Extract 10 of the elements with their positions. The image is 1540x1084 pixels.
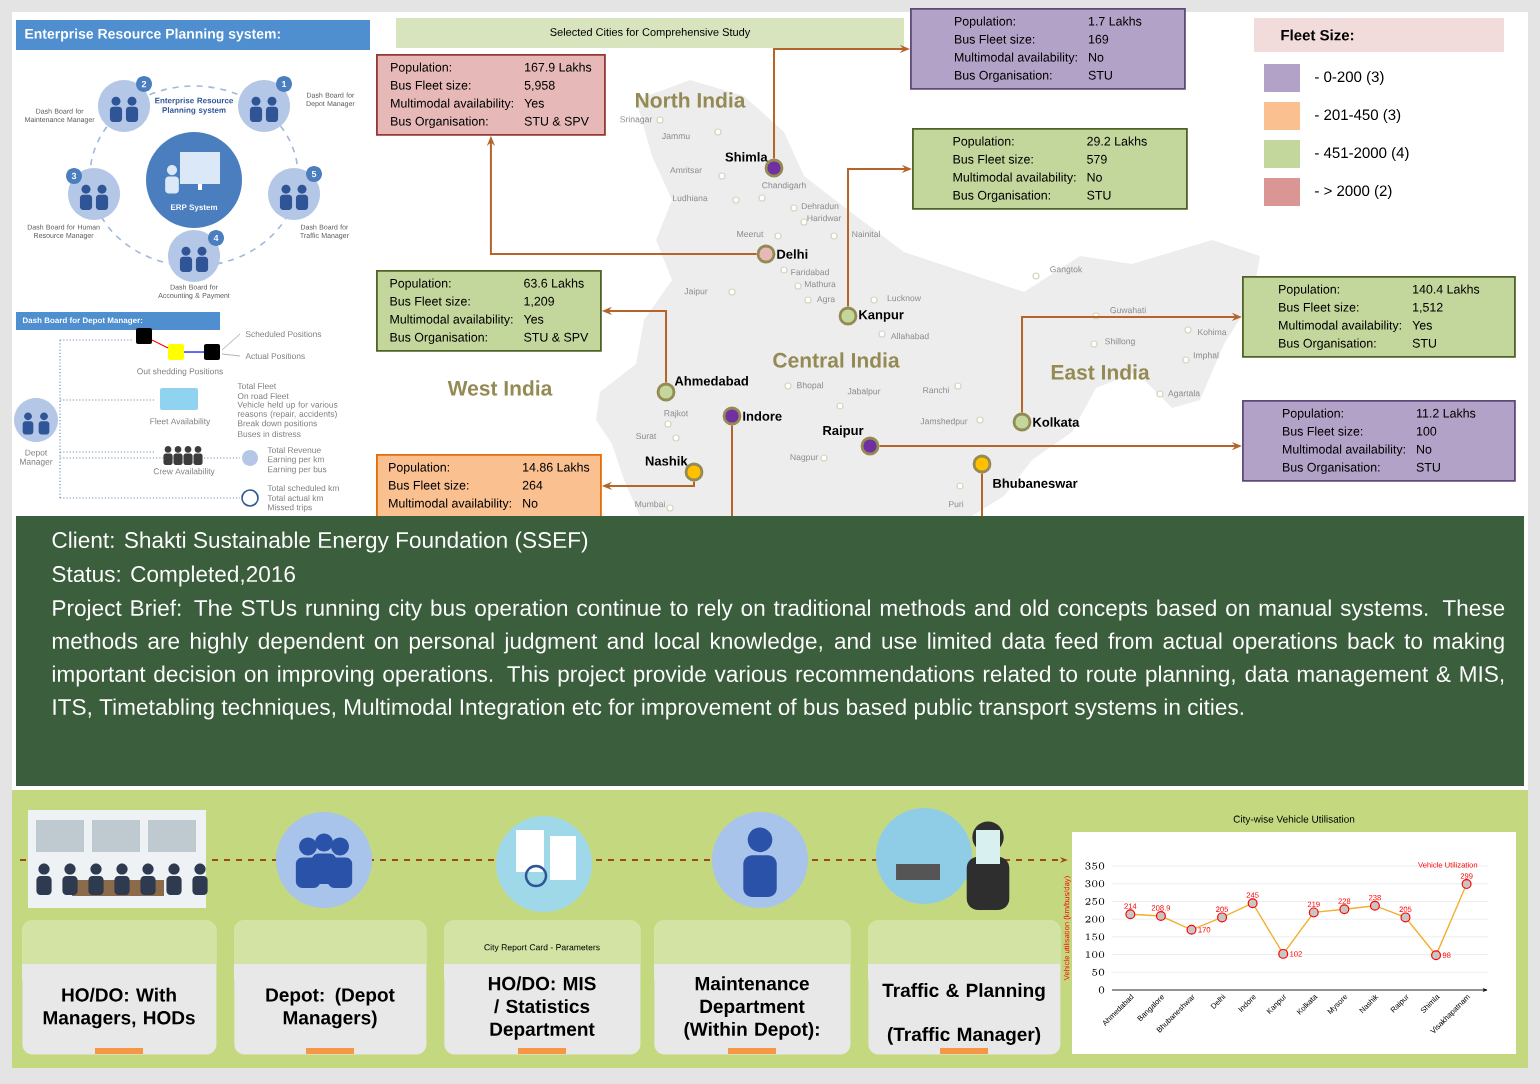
region-label: Central India [773,352,900,368]
status-text: Status: Completed,2016 [52,565,295,587]
card: Maintenance Department (Within Depot): [654,920,851,1055]
card: Depot: (Depot Managers) [234,920,427,1055]
region-label: East India [1051,364,1150,380]
card: Traffic & Planning (Traffic Manager) [868,920,1061,1055]
project-brief: Project Brief: The STUs running city bus operation continue to rely on traditional methods and old concepts based on manual systems. These methods are highly dependent on personal judgment and local knowledge, and use limited data feed from actual operations back to making important decision on improving operations. This project provide various recommendations related to route planning, data management & MIS, ITS, Timetabling techniques, Multimodal Integration etc for improvement of bus based public transport systems in cities. [52,599,1505,720]
region-label: North India [636,92,746,108]
card: HO/DO: With Managers, HODs [22,920,217,1055]
region-label: West India [447,380,553,396]
